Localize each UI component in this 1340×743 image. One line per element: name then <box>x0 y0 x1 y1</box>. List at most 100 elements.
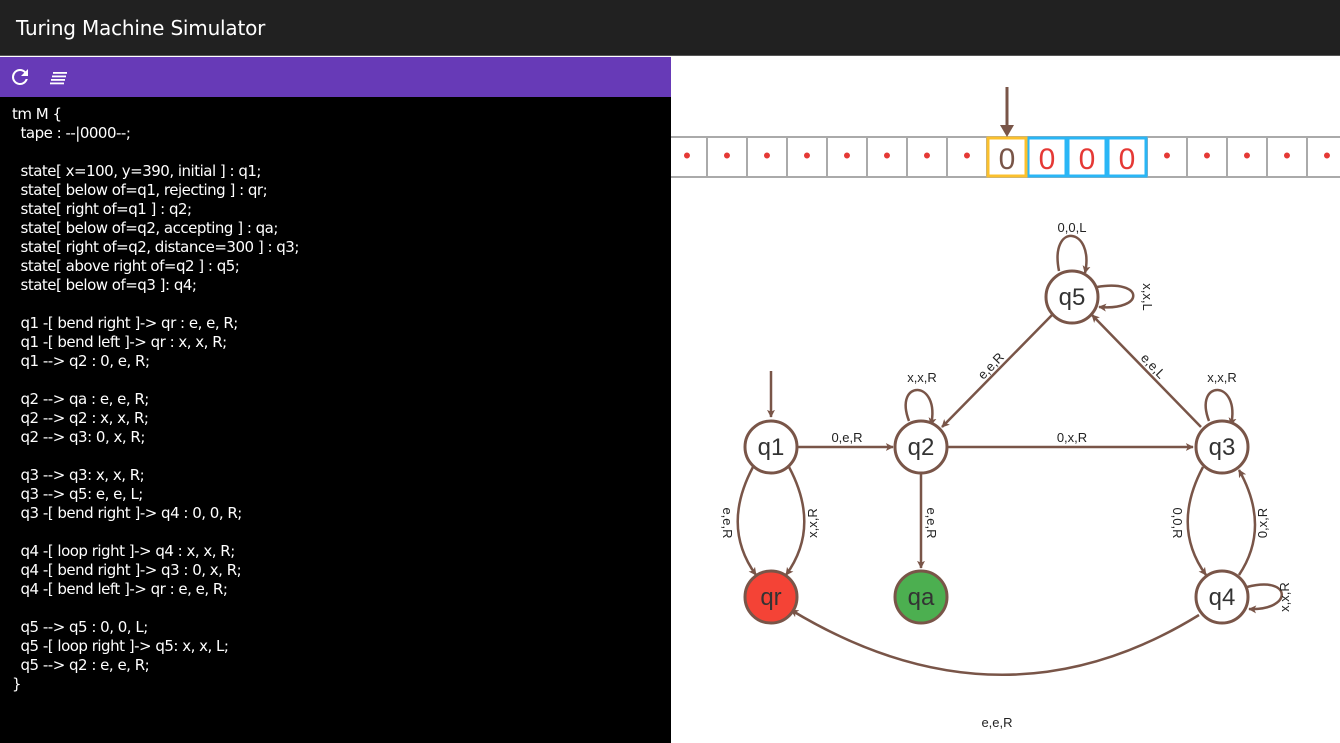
edge-q3-q4 <box>1186 466 1208 576</box>
code-line[interactable]: q5 --> q5 : 0, 0, L; <box>12 618 149 636</box>
tape-input-border <box>1066 136 1108 178</box>
state-qa[interactable]: qa <box>893 569 949 625</box>
tape-cell: • <box>946 136 988 178</box>
tape-symbol: 0 <box>1039 143 1056 176</box>
state-q5[interactable]: q5 <box>1044 269 1100 325</box>
editor-toolbar <box>0 57 671 97</box>
code-line[interactable]: q3 --> q3: x, x, R; <box>12 466 145 484</box>
tape-symbol: • <box>1163 143 1171 168</box>
tape-symbol: • <box>883 143 891 168</box>
tape-head-border <box>986 136 1028 178</box>
tape-cell: • <box>706 136 748 178</box>
tape-cell: • <box>1226 136 1268 178</box>
tape-symbol: 0 <box>999 143 1016 176</box>
tape-symbol: • <box>723 143 731 168</box>
code-line[interactable]: state[ above right of=q2 ] : q5; <box>12 257 240 275</box>
label-q1-qr-x: x,x,R <box>805 508 820 538</box>
code-line[interactable]: state[ right of=q1 ] : q2; <box>12 200 193 218</box>
state-qr-label: qr <box>760 584 781 611</box>
code-line[interactable]: q4 -[ loop right ]-> q4 : x, x, R; <box>12 542 236 560</box>
refresh-button[interactable] <box>8 65 32 89</box>
code-line[interactable]: q3 -[ bend right ]-> q4 : 0, 0, R; <box>12 504 243 522</box>
code-line[interactable]: q1 -[ bend left ]-> qr : x, x, R; <box>12 333 228 351</box>
tape-head-arrowhead <box>1000 125 1014 137</box>
state-q5-label: q5 <box>1059 284 1086 311</box>
code-line[interactable]: q1 -[ bend right ]-> qr : e, e, R; <box>12 314 239 332</box>
edge-q3-loop <box>1204 388 1237 426</box>
tape-symbol: 0 <box>1119 143 1136 176</box>
code-line[interactable]: q2 --> q2 : x, x, R; <box>12 409 149 427</box>
format-button[interactable] <box>48 65 72 89</box>
label-q5-loop-0: 0,0,L <box>1058 220 1087 235</box>
label-q5-loop-x: x,x,L <box>1140 283 1155 310</box>
edge-q2-loop <box>904 388 937 426</box>
tape-symbol: • <box>1283 143 1291 168</box>
state-q1-label: q1 <box>758 434 785 461</box>
code-line[interactable]: q5 --> q2 : e, e, R; <box>12 656 150 674</box>
tape-cell: • <box>906 136 948 178</box>
edge-q4-loop <box>1246 583 1283 614</box>
tape-cell: • <box>786 136 828 178</box>
tape-symbol: • <box>923 143 931 168</box>
label-q3-q4: 0,0,R <box>1170 507 1185 538</box>
state-q3[interactable]: q3 <box>1194 419 1250 475</box>
state-qa-label: qa <box>908 584 935 611</box>
edge-q4-q3 <box>1237 469 1257 576</box>
label-q1-qr-e: e,e,R <box>720 507 735 538</box>
state-qr[interactable]: qr <box>743 569 799 625</box>
tape-cell-head: 0 <box>986 136 1028 178</box>
tape-symbol: • <box>1323 143 1331 168</box>
tape-cell: • <box>671 136 708 178</box>
tape-input-border <box>1026 136 1068 178</box>
tape-symbol: • <box>763 143 771 168</box>
code-editor[interactable]: tm M { tape : --|0000--; state[ x=100, y… <box>0 97 671 743</box>
tape-input-border <box>1106 136 1148 178</box>
code-line[interactable]: state[ below of=q3 ]: q4; <box>12 276 197 294</box>
state-q4-label: q4 <box>1209 584 1236 611</box>
code-line[interactable]: state[ x=100, y=390, initial ] : q1; <box>12 162 262 180</box>
label-q4-loop: x,x,R <box>1277 582 1292 612</box>
label-q2-q3: 0,x,R <box>1057 430 1087 445</box>
code-line[interactable]: q2 --> q3: 0, x, R; <box>12 428 146 446</box>
tape-cell: • <box>1306 136 1340 178</box>
tape-cell: • <box>1266 136 1308 178</box>
state-q4[interactable]: q4 <box>1194 569 1250 625</box>
code-line[interactable]: q3 --> q5: e, e, L; <box>12 485 144 503</box>
code-line[interactable]: q4 -[ bend left ]-> qr : e, e, R; <box>12 580 228 598</box>
edge-q4-qr <box>790 608 1200 676</box>
state-q2[interactable]: q2 <box>893 419 949 475</box>
edge-q5-q2 <box>941 314 1053 428</box>
tape-cell: • <box>866 136 908 178</box>
tape-symbol: • <box>683 143 691 168</box>
code-line[interactable]: q1 --> q2 : 0, e, R; <box>12 352 150 370</box>
app-bar: Turing Machine Simulator <box>0 0 1340 56</box>
tape-cell: • <box>826 136 868 178</box>
code-line[interactable]: q4 -[ bend right ]-> q3 : 0, x, R; <box>12 561 242 579</box>
tape-cell: 0 <box>1026 136 1068 178</box>
code-line[interactable]: tm M { <box>12 105 62 123</box>
tape-symbol: • <box>1243 143 1251 168</box>
label-q4-q3: 0,x,R <box>1255 508 1270 538</box>
code-line[interactable]: q5 -[ loop right ]-> q5: x, x, L; <box>12 637 229 655</box>
code-line[interactable]: state[ right of=q2, distance=300 ] : q3; <box>12 238 300 256</box>
code-line[interactable]: tape : --|0000--; <box>12 124 131 142</box>
state-q1[interactable]: q1 <box>743 419 799 475</box>
tape-symbol: • <box>1203 143 1211 168</box>
label-q1-q2: 0,e,R <box>831 430 862 445</box>
code-line[interactable]: } <box>12 675 22 693</box>
label-q2-loop: x,x,R <box>907 370 937 385</box>
edge-q1-qr-e <box>736 466 758 576</box>
format-align-icon <box>50 72 67 85</box>
tape-symbol: • <box>843 143 851 168</box>
refresh-icon <box>12 69 28 85</box>
code-line[interactable]: state[ below of=q1, rejecting ] : qr; <box>12 181 268 199</box>
edge-q5-loop-x <box>1096 284 1135 312</box>
tape-cell: • <box>746 136 788 178</box>
code-line[interactable]: q2 --> qa : e, e, R; <box>12 390 150 408</box>
code-line[interactable]: state[ below of=q2, accepting ] : qa; <box>12 219 279 237</box>
tape-symbol: 0 <box>1079 143 1096 176</box>
label-q4-qr: e,e,R <box>981 715 1012 730</box>
tape-cell: • <box>1146 136 1188 178</box>
label-q3-loop: x,x,R <box>1207 370 1237 385</box>
